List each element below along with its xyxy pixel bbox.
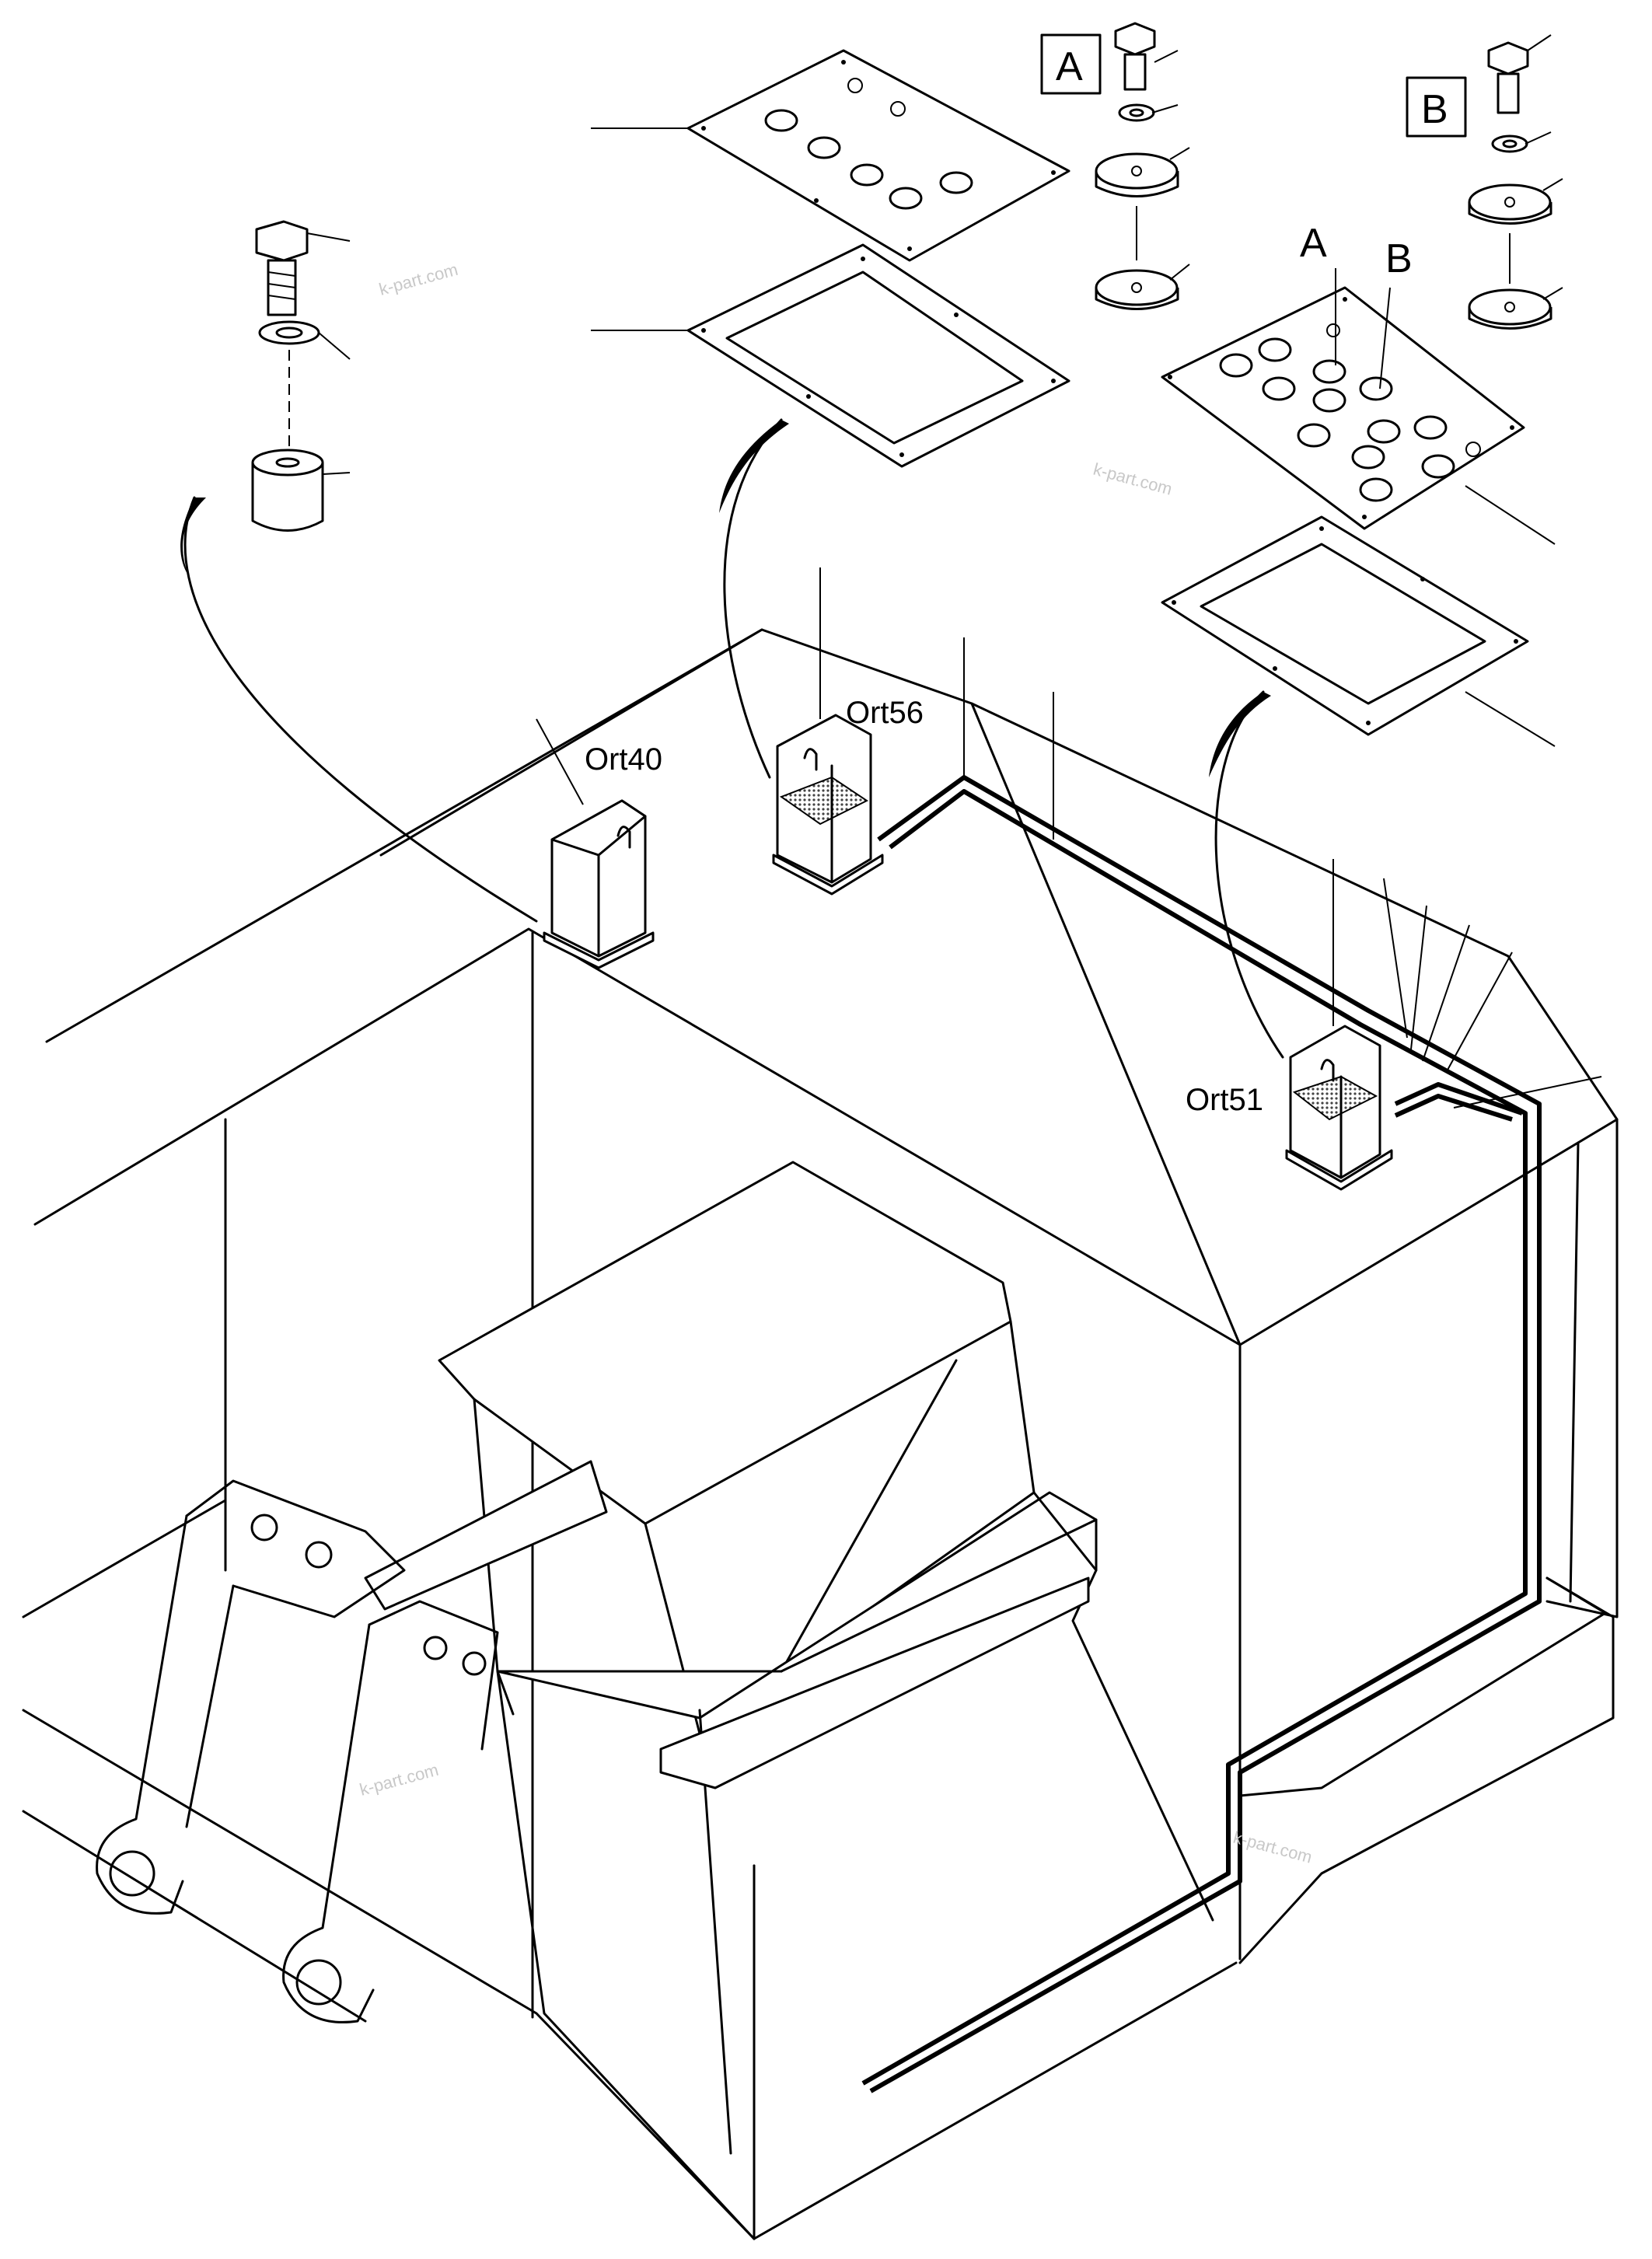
junction-box-ort56 bbox=[772, 567, 884, 896]
label-ort56: Ort56 bbox=[846, 696, 924, 730]
hole-marker-a: A bbox=[1300, 221, 1327, 266]
labels: Ort40 Ort56 Ort51 A B A B bbox=[585, 44, 1448, 1117]
left-fastener-stack bbox=[251, 220, 351, 532]
cable-duct bbox=[861, 637, 1542, 2093]
leader-arcs bbox=[180, 418, 1284, 1059]
watermark-text: k-part.com bbox=[377, 260, 460, 299]
watermark-text: k-part.com bbox=[1091, 459, 1175, 499]
watermarks: k-part.com k-part.com k-part.com k-part.… bbox=[358, 260, 1315, 1867]
machine-body bbox=[22, 628, 1619, 2240]
cover-plate-5-holes bbox=[591, 49, 1070, 262]
detail-box-a-label: A bbox=[1056, 44, 1083, 89]
cover-gasket-top bbox=[591, 243, 1070, 468]
label-ort51: Ort51 bbox=[1186, 1083, 1263, 1117]
hole-marker-b: B bbox=[1385, 236, 1413, 281]
label-ort40: Ort40 bbox=[585, 742, 662, 777]
junction-box-ort51 bbox=[1285, 859, 1602, 1191]
junction-box-ort40 bbox=[536, 718, 655, 969]
watermark-text: k-part.com bbox=[1231, 1828, 1315, 1867]
cover-gasket-right bbox=[1161, 515, 1556, 747]
watermark-text: k-part.com bbox=[358, 1760, 441, 1800]
detail-a-fastener bbox=[1040, 22, 1190, 310]
cover-plate-13-holes bbox=[1161, 268, 1556, 545]
detail-box-b-label: B bbox=[1421, 87, 1448, 132]
detail-b-fastener bbox=[1406, 34, 1563, 330]
